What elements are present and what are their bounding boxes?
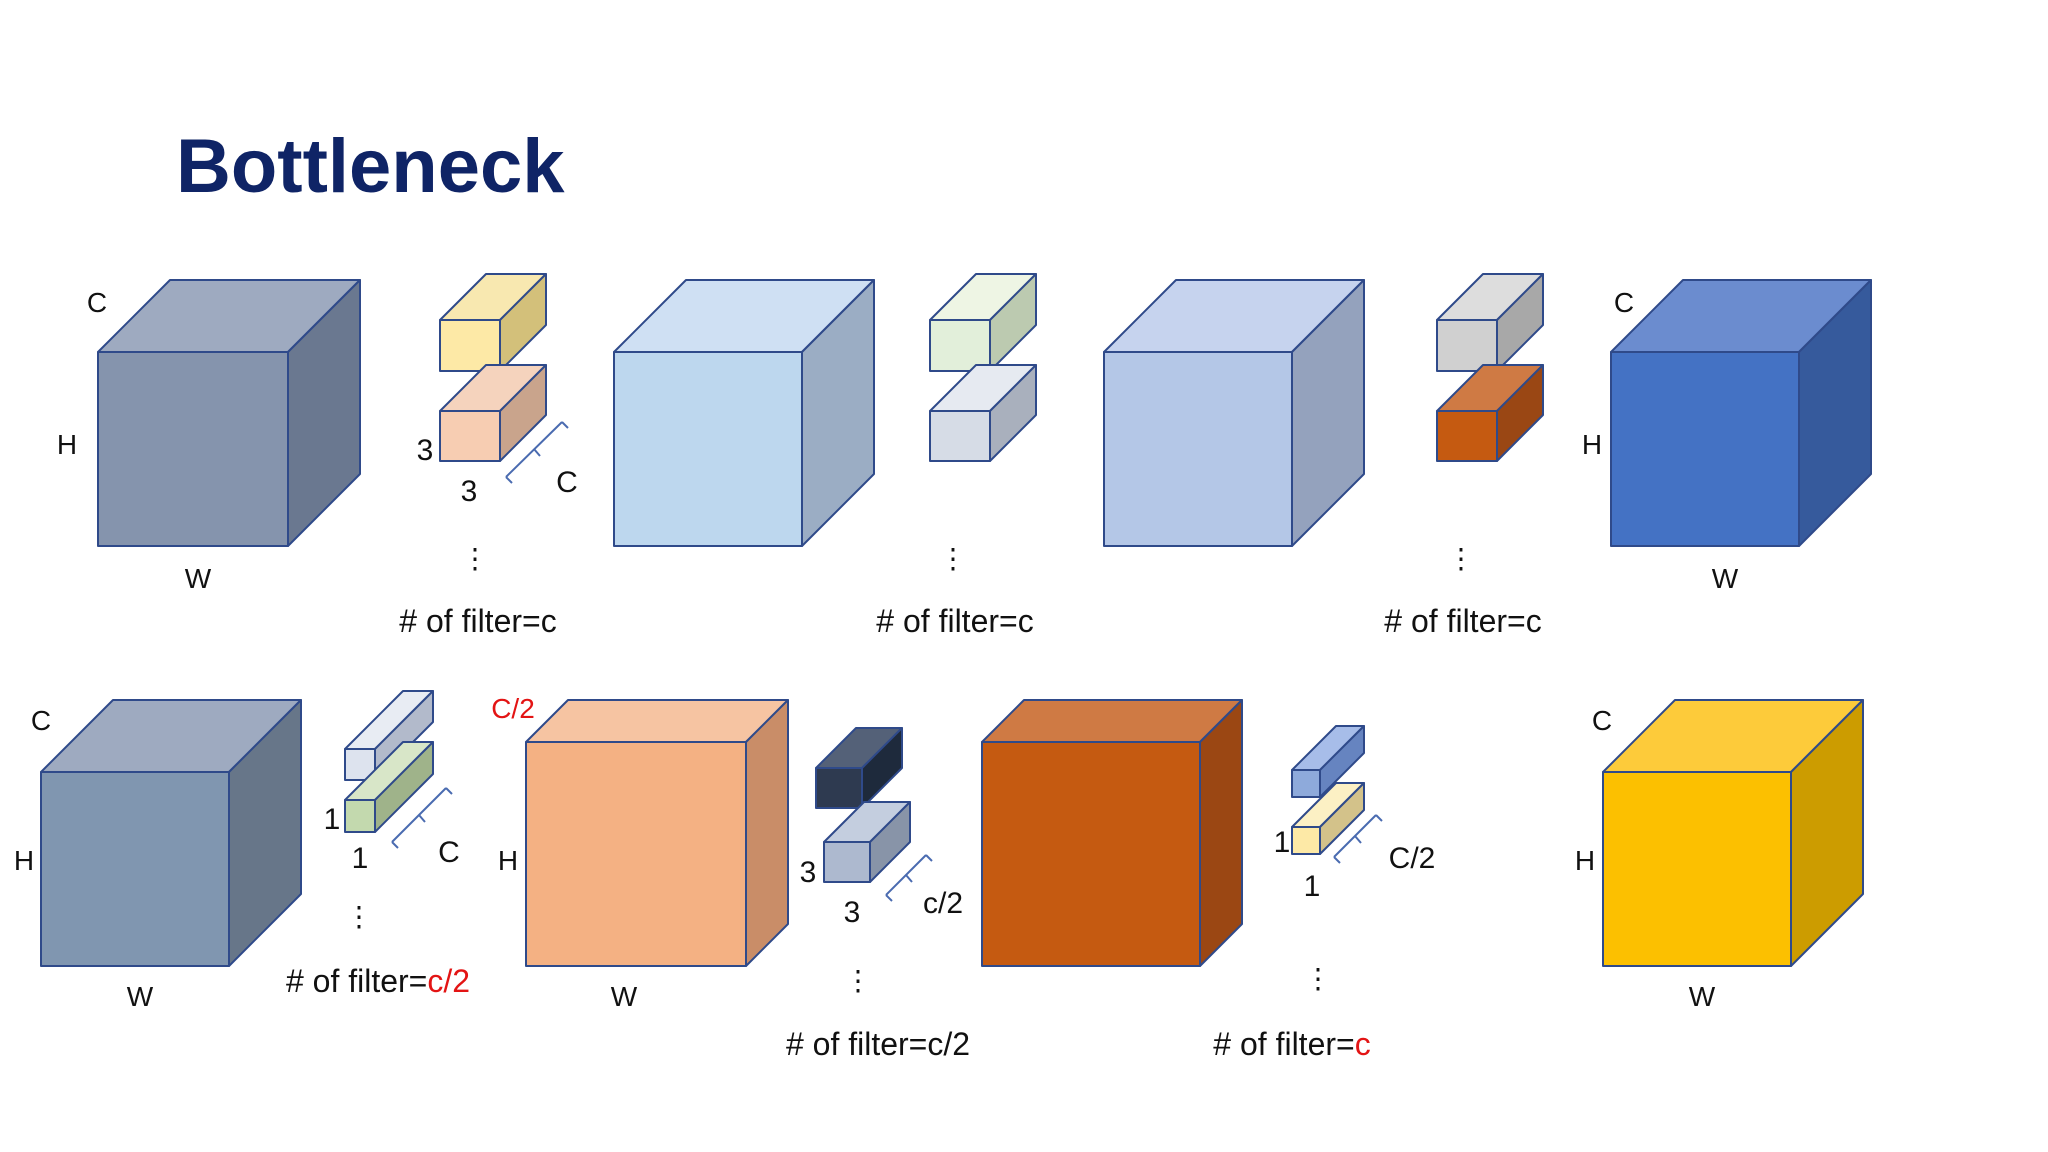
row2-conv3-dots: ⋮ [1304, 963, 1332, 994]
row1-conv2-filter-count: # of filter=c [876, 603, 1033, 639]
row2-mid-tensor [525, 699, 789, 967]
row1-conv3-kernel-top [1436, 273, 1544, 372]
row2-conv2-kernel-depth: c/2 [923, 887, 963, 920]
row2-conv1-kernel-height: 1 [324, 803, 341, 836]
row2-output-w-label: W [1689, 981, 1716, 1012]
row2-input-w-label: W [127, 981, 154, 1012]
row1-input-w-label: W [185, 563, 212, 594]
row2-conv2-depth-bracket [885, 854, 933, 902]
row1-input-c-label: C [87, 287, 107, 318]
row1-conv1-dots: ⋮ [461, 543, 489, 574]
row2-conv1-kernel-depth: C [438, 836, 460, 869]
row2-conv2-filter-count: # of filter=c/2 [786, 1026, 970, 1062]
row1-conv1-depth-bracket [505, 421, 569, 484]
row2-conv3-depth-bracket [1333, 814, 1383, 864]
row2-output-h-label: H [1575, 845, 1595, 876]
row1-conv1-kernel-depth: C [556, 466, 578, 499]
row1-conv3-filter-count: # of filter=c [1384, 603, 1541, 639]
row1-conv1-kernel-width: 3 [461, 475, 478, 508]
row2-mid-c-label: C/2 [491, 693, 535, 724]
row1-output-c-label: C [1614, 287, 1634, 318]
row2-conv2-kernel-height: 3 [800, 856, 817, 889]
row2-conv3-kernel-width: 1 [1304, 870, 1321, 903]
page-title: Bottleneck [176, 124, 565, 209]
row2-conv1-filter-count: # of filter=c/2 [286, 963, 470, 999]
row2-conv3-kernel-top [1291, 725, 1365, 798]
row2-output-c-label: C [1592, 705, 1612, 736]
row1-output-h-label: H [1582, 429, 1602, 460]
row1-conv1-kernel-height: 3 [417, 434, 434, 467]
row2-conv1-dots: ⋮ [345, 901, 373, 932]
row2-conv1-filter-value: c/2 [427, 963, 470, 999]
row2-input-tensor [40, 699, 302, 967]
row2-conv2-kernel-bottom [823, 801, 911, 883]
row1-output-tensor [1610, 279, 1872, 547]
row2-conv1-kernel-width: 1 [352, 842, 369, 875]
row1-feature-map-1 [613, 279, 875, 547]
row2-conv2-kernel-top [815, 727, 903, 809]
row1-conv2-dots: ⋮ [939, 543, 967, 574]
row1-input-h-label: H [57, 429, 77, 460]
row1-conv2-kernel-bottom [929, 364, 1037, 462]
row2-mid-h-label: H [498, 845, 518, 876]
row2-conv1-kernel-bottom [344, 741, 434, 833]
row1-conv1-kernel-top [439, 273, 547, 372]
row1-conv3-kernel-bottom [1436, 364, 1544, 462]
row2-output-tensor [1602, 699, 1864, 967]
row2-conv1-depth-bracket [391, 787, 453, 849]
row1-conv2-kernel-top [929, 273, 1037, 372]
row2-input-c-label: C [31, 705, 51, 736]
row2-conv3-kernel-bottom [1291, 782, 1365, 855]
row2-conv2-dots: ⋮ [844, 965, 872, 996]
row1-output-w-label: W [1712, 563, 1739, 594]
row2-feature-map [981, 699, 1243, 967]
row2-conv3-filter-value: c [1355, 1026, 1371, 1062]
row2-conv2-kernel-width: 3 [844, 896, 861, 929]
row1-feature-map-2 [1103, 279, 1365, 547]
row2-conv3-filter-prefix: # of filter= [1213, 1026, 1354, 1062]
row2-input-h-label: H [14, 845, 34, 876]
row2-conv3-kernel-height: 1 [1274, 826, 1291, 859]
row1-conv3-dots: ⋮ [1447, 543, 1475, 574]
row2-mid-w-label: W [611, 981, 638, 1012]
row1-conv1-kernel-bottom [439, 364, 547, 462]
row2-conv3-kernel-depth: C/2 [1389, 842, 1436, 875]
row2-conv1-filter-prefix: # of filter= [286, 963, 427, 999]
row2-conv3-filter-count: # of filter=c [1213, 1026, 1370, 1062]
row1-input-tensor [97, 279, 361, 547]
row1-conv1-filter-count: # of filter=c [399, 603, 556, 639]
